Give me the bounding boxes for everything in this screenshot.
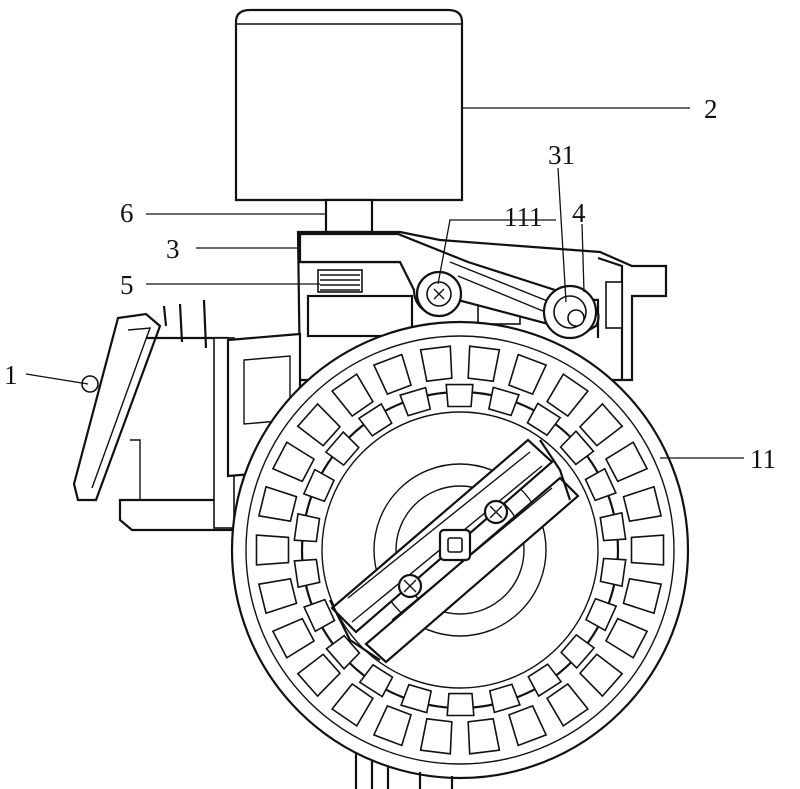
label-11: 11	[750, 444, 776, 474]
reel-slot	[421, 346, 452, 381]
reel-slot	[421, 719, 452, 754]
reel-slot	[294, 560, 319, 588]
reel-slot	[600, 513, 625, 541]
reel-slot	[447, 694, 474, 716]
roller	[544, 286, 596, 338]
label-2: 2	[704, 94, 718, 124]
reel-slot	[294, 514, 319, 542]
label-31: 31	[548, 140, 575, 170]
reel-slot	[601, 559, 626, 587]
reel-slot	[446, 385, 473, 407]
reel-slot	[632, 535, 664, 565]
label-5: 5	[120, 270, 134, 300]
reel-slot	[468, 719, 499, 754]
spring	[318, 270, 362, 292]
label-4: 4	[572, 198, 586, 228]
motor-housing	[236, 10, 462, 232]
label-111: 111	[504, 202, 543, 232]
label-3: 3	[166, 234, 180, 264]
reel-slot	[257, 535, 289, 565]
reel-slot	[468, 346, 499, 381]
label-1: 1	[4, 360, 18, 390]
label-6: 6	[120, 198, 134, 228]
